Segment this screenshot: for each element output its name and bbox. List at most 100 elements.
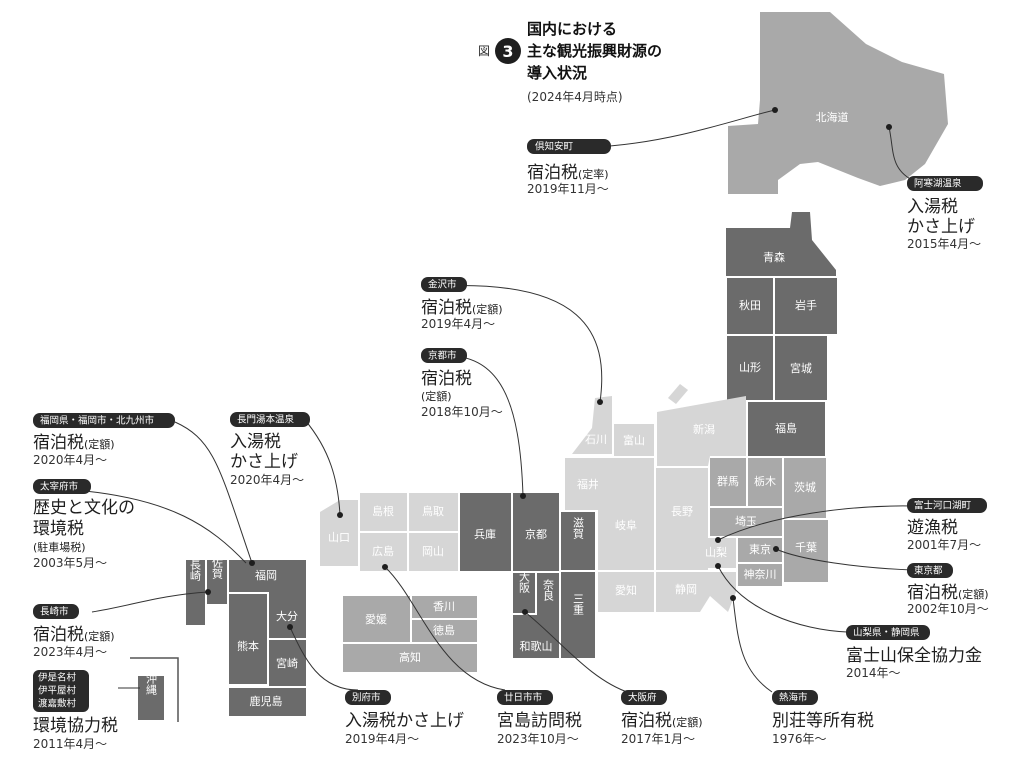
callout-hatsukaichi: 廿日市市 宮島訪問税 2023年10月〜 [497, 690, 582, 746]
label-fukuoka: 福岡 [255, 568, 277, 582]
date-hatsukaichi: 2023年10月〜 [497, 732, 579, 746]
pref-hokkaido [728, 12, 948, 194]
label-nagano: 長野 [671, 505, 693, 518]
label-hokkaido: 北海道 [816, 110, 849, 124]
badge-text-izena-1: 伊是名村 [38, 672, 77, 684]
pref-ehime [343, 596, 410, 642]
pref-ibaraki [784, 458, 826, 518]
callout-nagato: 長門湯本温泉 入湯税 かさ上げ 2020年4月〜 [230, 412, 310, 487]
date-nagato: 2020年4月〜 [230, 473, 304, 487]
badge-text-beppu: 別府市 [352, 692, 381, 704]
tax-kanazawa: 宿泊税(定額) [421, 298, 503, 318]
tax-hatsukaichi: 宮島訪問税 [497, 711, 582, 731]
pref-saga [207, 560, 227, 604]
label-ehime: 愛媛 [365, 612, 387, 626]
pref-kumamoto [229, 594, 267, 684]
label-fukui: 福井 [577, 477, 599, 491]
label-akita: 秋田 [739, 298, 761, 312]
pref-mie [561, 572, 595, 658]
label-shiga: 滋賀 [572, 517, 585, 540]
title-line-2: 主な観光振興財源の [527, 42, 662, 60]
tax-atami: 別荘等所有税 [772, 711, 874, 731]
date-atami: 1976年〜 [772, 732, 827, 746]
label-kumamoto: 熊本 [237, 639, 259, 653]
pref-chiba [784, 520, 828, 582]
label-shimane: 島根 [372, 504, 394, 518]
tax-dazaifu-2: 環境税 [33, 519, 84, 539]
badge-text-dazaifu: 太宰府市 [40, 481, 79, 493]
badge-text-izena-2: 伊平屋村 [38, 685, 77, 697]
pref-kochi [343, 644, 477, 672]
label-kochi: 高知 [399, 650, 421, 664]
badge-hatsukaichi [497, 690, 553, 705]
pref-niigata [657, 396, 746, 466]
badge-yamanashi-shizuoka [846, 625, 930, 640]
leader-lines [84, 107, 913, 694]
label-chiba: 千葉 [795, 540, 817, 554]
label-miyazaki: 宮崎 [276, 656, 298, 670]
label-tokushima: 徳島 [433, 623, 455, 637]
pref-yamanashi [696, 538, 736, 568]
pref-hyogo [460, 493, 511, 571]
tax-izena: 環境協力税 [33, 716, 118, 736]
label-kyoto: 京都 [525, 527, 547, 541]
label-ibaraki: 茨城 [794, 480, 816, 494]
okinawa-inset-frame [130, 657, 179, 722]
title-note: (2024年4月時点) [527, 90, 623, 104]
pref-akita [727, 278, 773, 334]
label-aomori: 青森 [763, 250, 785, 264]
callout-fujikawaguchiko: 富士河口湖町 遊漁税 2001年7月〜 [907, 498, 987, 552]
pref-yamaguchi [320, 500, 358, 566]
date-yamanashi-shizuoka: 2014年〜 [846, 666, 901, 680]
pref-okinawa [138, 676, 164, 720]
title-line-3: 導入状況 [527, 64, 587, 82]
tax-nagasaki: 宿泊税(定額) [33, 625, 115, 645]
date-osaka: 2017年1月〜 [621, 732, 695, 746]
pref-tochigi [748, 458, 782, 506]
date-tokyo: 2002年10月〜 [907, 602, 989, 616]
badge-tokyo [907, 563, 953, 578]
pref-iwate [775, 278, 837, 334]
label-kagoshima: 鹿児島 [250, 694, 283, 708]
pref-kagawa [412, 596, 477, 618]
label-gifu: 岐阜 [615, 519, 637, 532]
label-hyogo: 兵庫 [474, 527, 496, 541]
label-yamanashi: 山梨 [705, 545, 727, 559]
label-yamaguchi: 山口 [328, 531, 350, 544]
label-aichi: 愛知 [615, 583, 637, 597]
badge-kyoto-city [421, 348, 467, 363]
label-okinawa: 沖縄 [145, 673, 158, 695]
pref-yamagata [727, 336, 773, 400]
pref-aichi [598, 572, 654, 612]
badge-atami [772, 690, 818, 705]
pref-shiga [561, 512, 595, 570]
badge-dazaifu [33, 479, 91, 494]
date-beppu: 2019年4月〜 [345, 732, 419, 746]
pref-toyama [614, 424, 654, 456]
callout-kanazawa: 金沢市 宿泊税(定額) 2019年4月〜 [421, 277, 503, 331]
badge-text-osaka: 大阪府 [628, 692, 657, 704]
badge-text-yamanashi-shizuoka: 山梨県・静岡県 [853, 627, 920, 639]
date-fujikawaguchiko: 2001年7月〜 [907, 538, 981, 552]
pref-kanagawa [738, 564, 782, 586]
tax-beppu: 入湯税かさ上げ [345, 711, 464, 731]
label-osaka: 大阪 [518, 570, 531, 594]
tax-kutchan: 宿泊税(定率) [527, 163, 609, 183]
badge-kutchan [527, 139, 611, 154]
pref-kyoto [513, 493, 559, 571]
tax-fujikawaguchiko: 遊漁税 [907, 518, 958, 538]
title-line-1: 国内における [527, 20, 617, 38]
callout-dazaifu: 太宰府市 歴史と文化の 環境税 (駐車場税) 2003年5月〜 [33, 479, 135, 570]
badge-text-fukuoka: 福岡県・福岡市・北九州市 [40, 415, 155, 427]
label-gunma: 群馬 [717, 474, 739, 488]
pref-oita [269, 592, 306, 638]
label-oita: 大分 [276, 609, 298, 623]
tax-nagato-2: かさ上げ [230, 452, 298, 472]
figure-number-circle [495, 38, 521, 64]
tax-fukuoka: 宿泊税(定額) [33, 433, 115, 453]
callout-yamanashi-shizuoka: 山梨県・静岡県 富士山保全協力金 2014年〜 [846, 625, 982, 680]
pref-tokushima [412, 620, 477, 642]
tax-note-kyoto-city: (定額) [421, 389, 452, 403]
pref-ishikawa [572, 396, 612, 454]
badge-text-fujikawaguchiko: 富士河口湖町 [914, 500, 972, 512]
